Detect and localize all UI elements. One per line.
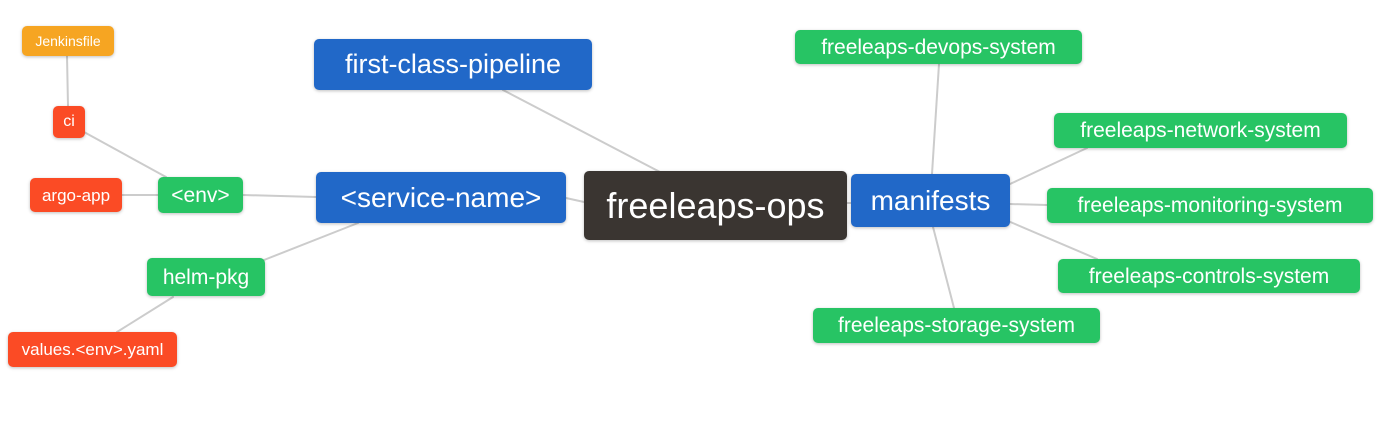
node-label: manifests [870,184,991,216]
edge-first-class-pipeline-to-freeleaps-ops [502,89,661,173]
node-label: freeleaps-storage-system [838,314,1075,337]
edge-service-name-to-freeleaps-ops [565,197,585,203]
node-label: freeleaps-ops [606,184,825,226]
node-label: <service-name> [340,181,542,213]
edge-manifests-to-freeleaps-controls-system [1007,220,1098,260]
mindmap-node-freeleaps-storage-system[interactable]: freeleaps-storage-system [813,308,1100,343]
node-label: helm-pkg [162,265,250,289]
mindmap-node-env[interactable]: <env> [158,177,243,213]
node-label: first-class-pipeline [344,49,562,79]
edge-manifests-to-freeleaps-devops-system [931,63,940,175]
edge-manifests-to-freeleaps-storage-system [932,226,955,309]
mindmap-node-jenkinsfile[interactable]: Jenkinsfile [22,26,114,56]
mindmap-node-freeleaps-monitoring-system[interactable]: freeleaps-monitoring-system [1047,188,1373,223]
mindmap-node-manifests[interactable]: manifests [851,174,1010,227]
node-label: freeleaps-controls-system [1088,264,1330,288]
edge-values-env-yaml-to-helm-pkg [116,296,174,333]
node-label: freeleaps-monitoring-system [1077,194,1343,217]
edge-manifests-to-freeleaps-monitoring-system [1009,203,1048,206]
edge-jenkinsfile-to-ci [66,55,69,107]
edge-ci-to-env [83,131,167,178]
node-label: Jenkinsfile [35,33,101,49]
mindmap-node-service-name[interactable]: <service-name> [316,172,566,223]
edge-manifests-to-freeleaps-network-system [1009,147,1088,185]
mindmap-node-freeleaps-ops[interactable]: freeleaps-ops [584,171,847,240]
node-label: ci [63,113,75,130]
mindmap-node-first-class-pipeline[interactable]: first-class-pipeline [314,39,592,90]
node-label: values.<env>.yaml [21,340,164,359]
mindmap-node-helm-pkg[interactable]: helm-pkg [147,258,265,296]
node-label: argo-app [41,185,111,205]
node-label: <env> [171,183,230,207]
edge-helm-pkg-to-service-name [263,222,359,261]
node-label: freeleaps-devops-system [821,35,1056,59]
mindmap-node-freeleaps-network-system[interactable]: freeleaps-network-system [1054,113,1347,148]
node-label: freeleaps-network-system [1080,119,1321,142]
mindmap-node-ci[interactable]: ci [53,106,85,138]
mindmap-node-freeleaps-controls-system[interactable]: freeleaps-controls-system [1058,259,1360,293]
mindmap-node-freeleaps-devops-system[interactable]: freeleaps-devops-system [795,30,1082,64]
mindmap-node-values-env-yaml[interactable]: values.<env>.yaml [8,332,177,367]
edge-env-to-service-name [242,194,317,198]
mindmap-node-argo-app[interactable]: argo-app [30,178,122,212]
